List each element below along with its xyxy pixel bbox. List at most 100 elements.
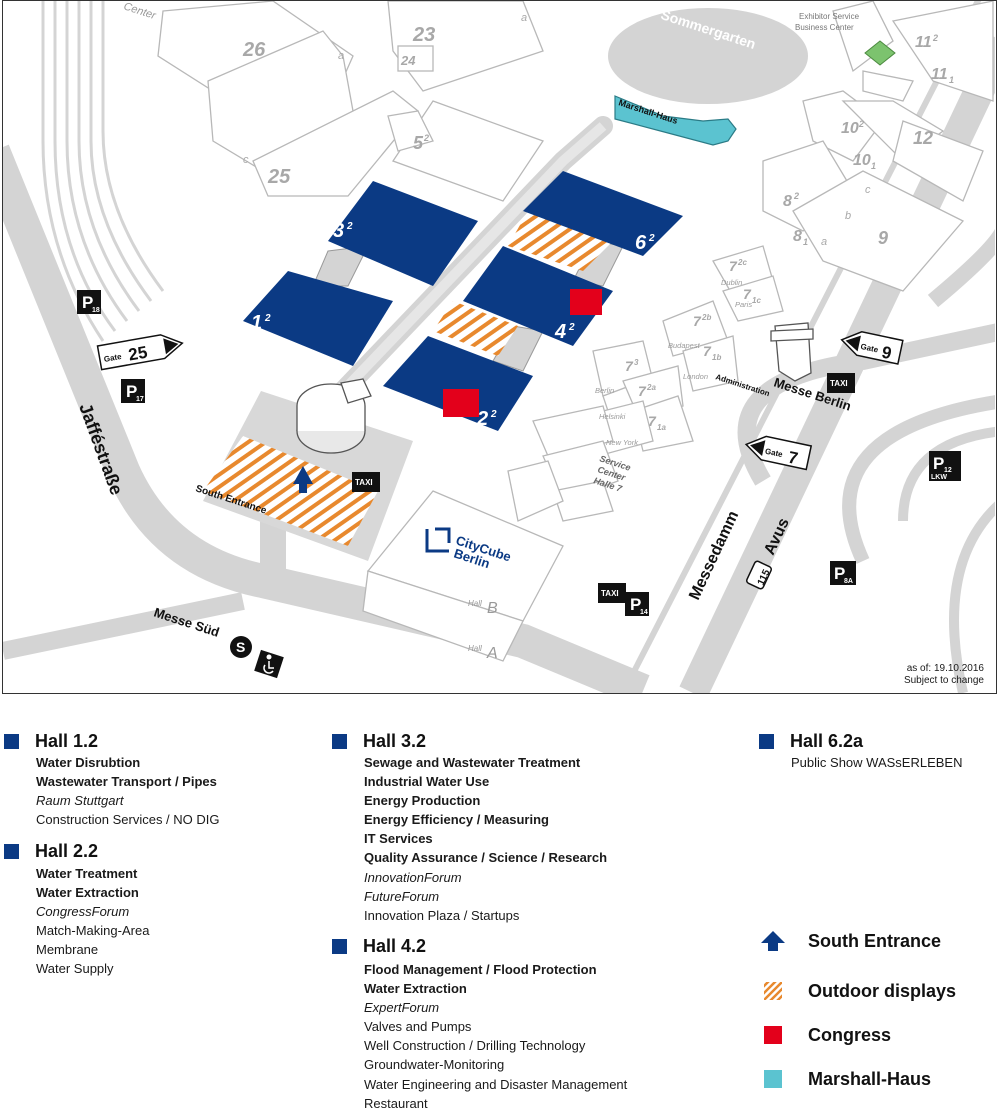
svg-text:Paris: Paris [735,300,752,309]
hall-4-2-heading: Hall 4.2 [332,936,426,957]
hall-4-2-list: Flood Management / Flood Protection Wate… [364,960,627,1113]
svg-text:Dublin: Dublin [721,278,742,287]
hall-a-label: Hall [468,644,482,653]
outdoor-display-area [508,211,613,271]
hall-9-label: 9 [878,228,888,248]
teal-square-icon [760,1068,786,1090]
svg-text:2a: 2a [646,383,656,392]
svg-text:New York: New York [606,438,639,447]
hall-label-sup: 2 [568,322,575,333]
hall-2-label: 2 [476,408,488,430]
hall-2-2 [383,336,533,431]
hall-24-label: 24 [400,53,416,68]
parking-p8a-icon [830,561,856,585]
svg-text:1: 1 [949,75,954,85]
hall-color-icon [4,844,19,859]
buildings [157,1,994,662]
congress-marker-hall-4-2 [570,289,602,315]
gate-9-sign: Gate 9 [840,330,904,365]
parking-p14-icon [625,592,649,616]
hall-label-sup: 2 [264,313,271,324]
list-item: FutureForum [364,888,440,904]
outdoor-display-area [203,436,378,546]
svg-text:Center: Center [122,1,158,22]
list-item: InnovationForum [364,869,462,885]
svg-text:P: P [126,382,137,401]
svg-text:London: London [683,372,708,381]
svg-text:Berlin: Berlin [595,386,614,395]
list-item: Flood Management / Flood Protection [364,962,597,977]
legend-marshall-haus: Marshall-Haus [760,1068,931,1090]
legend-outdoor-displays: Outdoor displays [760,980,956,1002]
hall-1-2-heading: Hall 1.2 [4,731,98,752]
list-item: Innovation Plaza / Startups [364,907,520,923]
hall-1-label: 1 [251,312,262,334]
hall-7-1a-label: 7 [648,413,657,429]
outdoor-display-area [433,301,518,356]
svg-text:17: 17 [136,396,144,403]
parking-p18-icon [77,290,101,314]
legend-congress: Congress [760,1024,891,1046]
svg-text:a: a [821,236,827,248]
list-item: CongressForum [36,904,130,920]
list-item: Quality Assurance / Science / Research [364,850,608,866]
avus-shield-icon [746,560,772,590]
exhibition-halls [243,171,683,431]
hall-12-label: 12 [913,128,933,148]
hall-11-1-label: 11 [931,66,948,83]
taxi-icon [352,472,380,492]
svg-text:Gate: Gate [764,447,784,460]
business-center-label: Business Center [795,23,854,32]
svg-text:P: P [630,595,641,614]
taxi-icon [598,583,626,603]
hall-26-label: 26 [242,39,266,61]
hall-7-1c-label: 7 [743,286,752,302]
hall-6-label: 6 [635,232,647,254]
svg-text:Budapest: Budapest [668,341,701,350]
hall-7-2c-label: 7 [729,258,738,274]
svg-text:1: 1 [803,237,808,247]
svg-text:LKW: LKW [931,474,947,481]
list-item: IT Services [364,831,433,847]
svg-text:a: a [521,12,527,24]
hall-3-2 [328,181,478,286]
svg-text:Gate: Gate [103,352,123,364]
svg-text:12: 12 [944,467,952,474]
hall-color-icon [4,734,19,749]
list-item: Well Construction / Drilling Technology [364,1038,586,1054]
svg-text:B: B [487,600,498,617]
svg-text:9: 9 [880,343,893,364]
svg-text:7: 7 [786,448,799,469]
svg-text:1c: 1c [752,296,761,305]
exhibitor-service-label: Exhibitor Service [799,12,860,21]
parking-p17-icon [121,379,145,403]
list-item: Water Supply [36,961,114,977]
hall-10-1-label: 10 [853,152,871,169]
roads [3,1,995,693]
svg-text:P: P [933,454,944,473]
svg-text:1: 1 [871,161,876,171]
site-map: 3 2 1 2 6 2 4 2 2 2 26 23 24 25 5 2 9 8 … [2,0,997,694]
exhibitor-service-icon [864,40,896,66]
sommergarten [608,8,808,104]
svg-text:Helsinki: Helsinki [599,412,626,421]
hall-b-label: Hall [468,599,482,608]
svg-text:a: a [338,50,344,62]
hall-25-label: 25 [267,166,291,188]
hall-2-2-heading: Hall 2.2 [4,841,98,862]
list-item: Membrane [36,942,99,958]
svg-text:2c: 2c [737,258,747,267]
svg-text:2: 2 [793,191,799,201]
list-item: Groundwater-Monitoring [364,1057,505,1073]
taxi-icon [827,373,855,393]
hall-10-label: 10 [841,120,859,137]
hall-label-sup: 2 [346,221,353,232]
hall-7-2a-label: 7 [638,383,647,399]
hall-label-sup: 2 [490,409,497,420]
hall-label-sup: 2 [423,133,429,143]
parking-p12-icon [929,451,961,481]
svg-text:25: 25 [127,343,149,365]
hall-1-2-list: Water Disrubtion Wastewater Transport / … [36,753,220,829]
svg-text:2b: 2b [701,313,711,322]
gate-25-sign: Gate 25 [96,334,184,371]
